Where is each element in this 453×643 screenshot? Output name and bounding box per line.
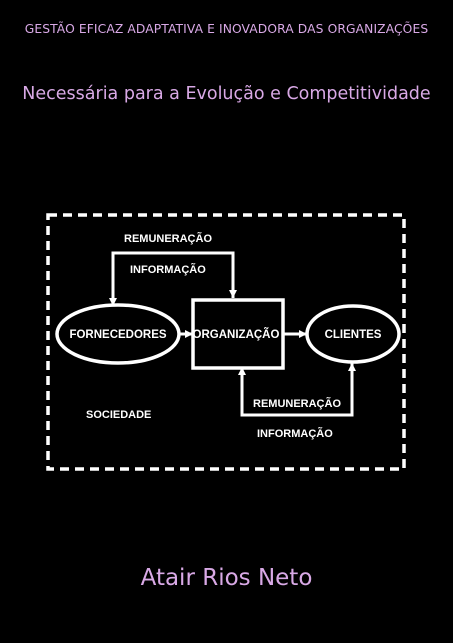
node-clients xyxy=(305,304,401,364)
bottom-loop-label-remuneration: REMUNERAÇÃO xyxy=(253,397,341,410)
node-organization xyxy=(191,298,285,370)
top-loop-label-remuneration: REMUNERAÇÃO xyxy=(124,232,212,245)
top-loop-label-information: INFORMAÇÃO xyxy=(130,263,206,276)
top-loop-arrow xyxy=(109,251,235,306)
book-title: GESTÃO EFICAZ ADAPTATIVA E INOVADORA DAS… xyxy=(24,22,429,36)
society-boundary xyxy=(46,213,406,471)
bottom-loop-label-information: INFORMAÇÃO xyxy=(257,427,333,440)
node-organization-label: ORGANIZAÇÃO xyxy=(193,328,280,341)
node-suppliers-label: FORNECEDORES xyxy=(69,329,166,341)
node-suppliers xyxy=(55,303,181,365)
book-author: Atair Rios Neto xyxy=(140,565,313,591)
node-clients-label: CLIENTES xyxy=(325,329,382,341)
society-label: SOCIEDADE xyxy=(86,409,151,421)
book-subtitle: Necessária para a Evolução e Competitivi… xyxy=(22,84,431,104)
